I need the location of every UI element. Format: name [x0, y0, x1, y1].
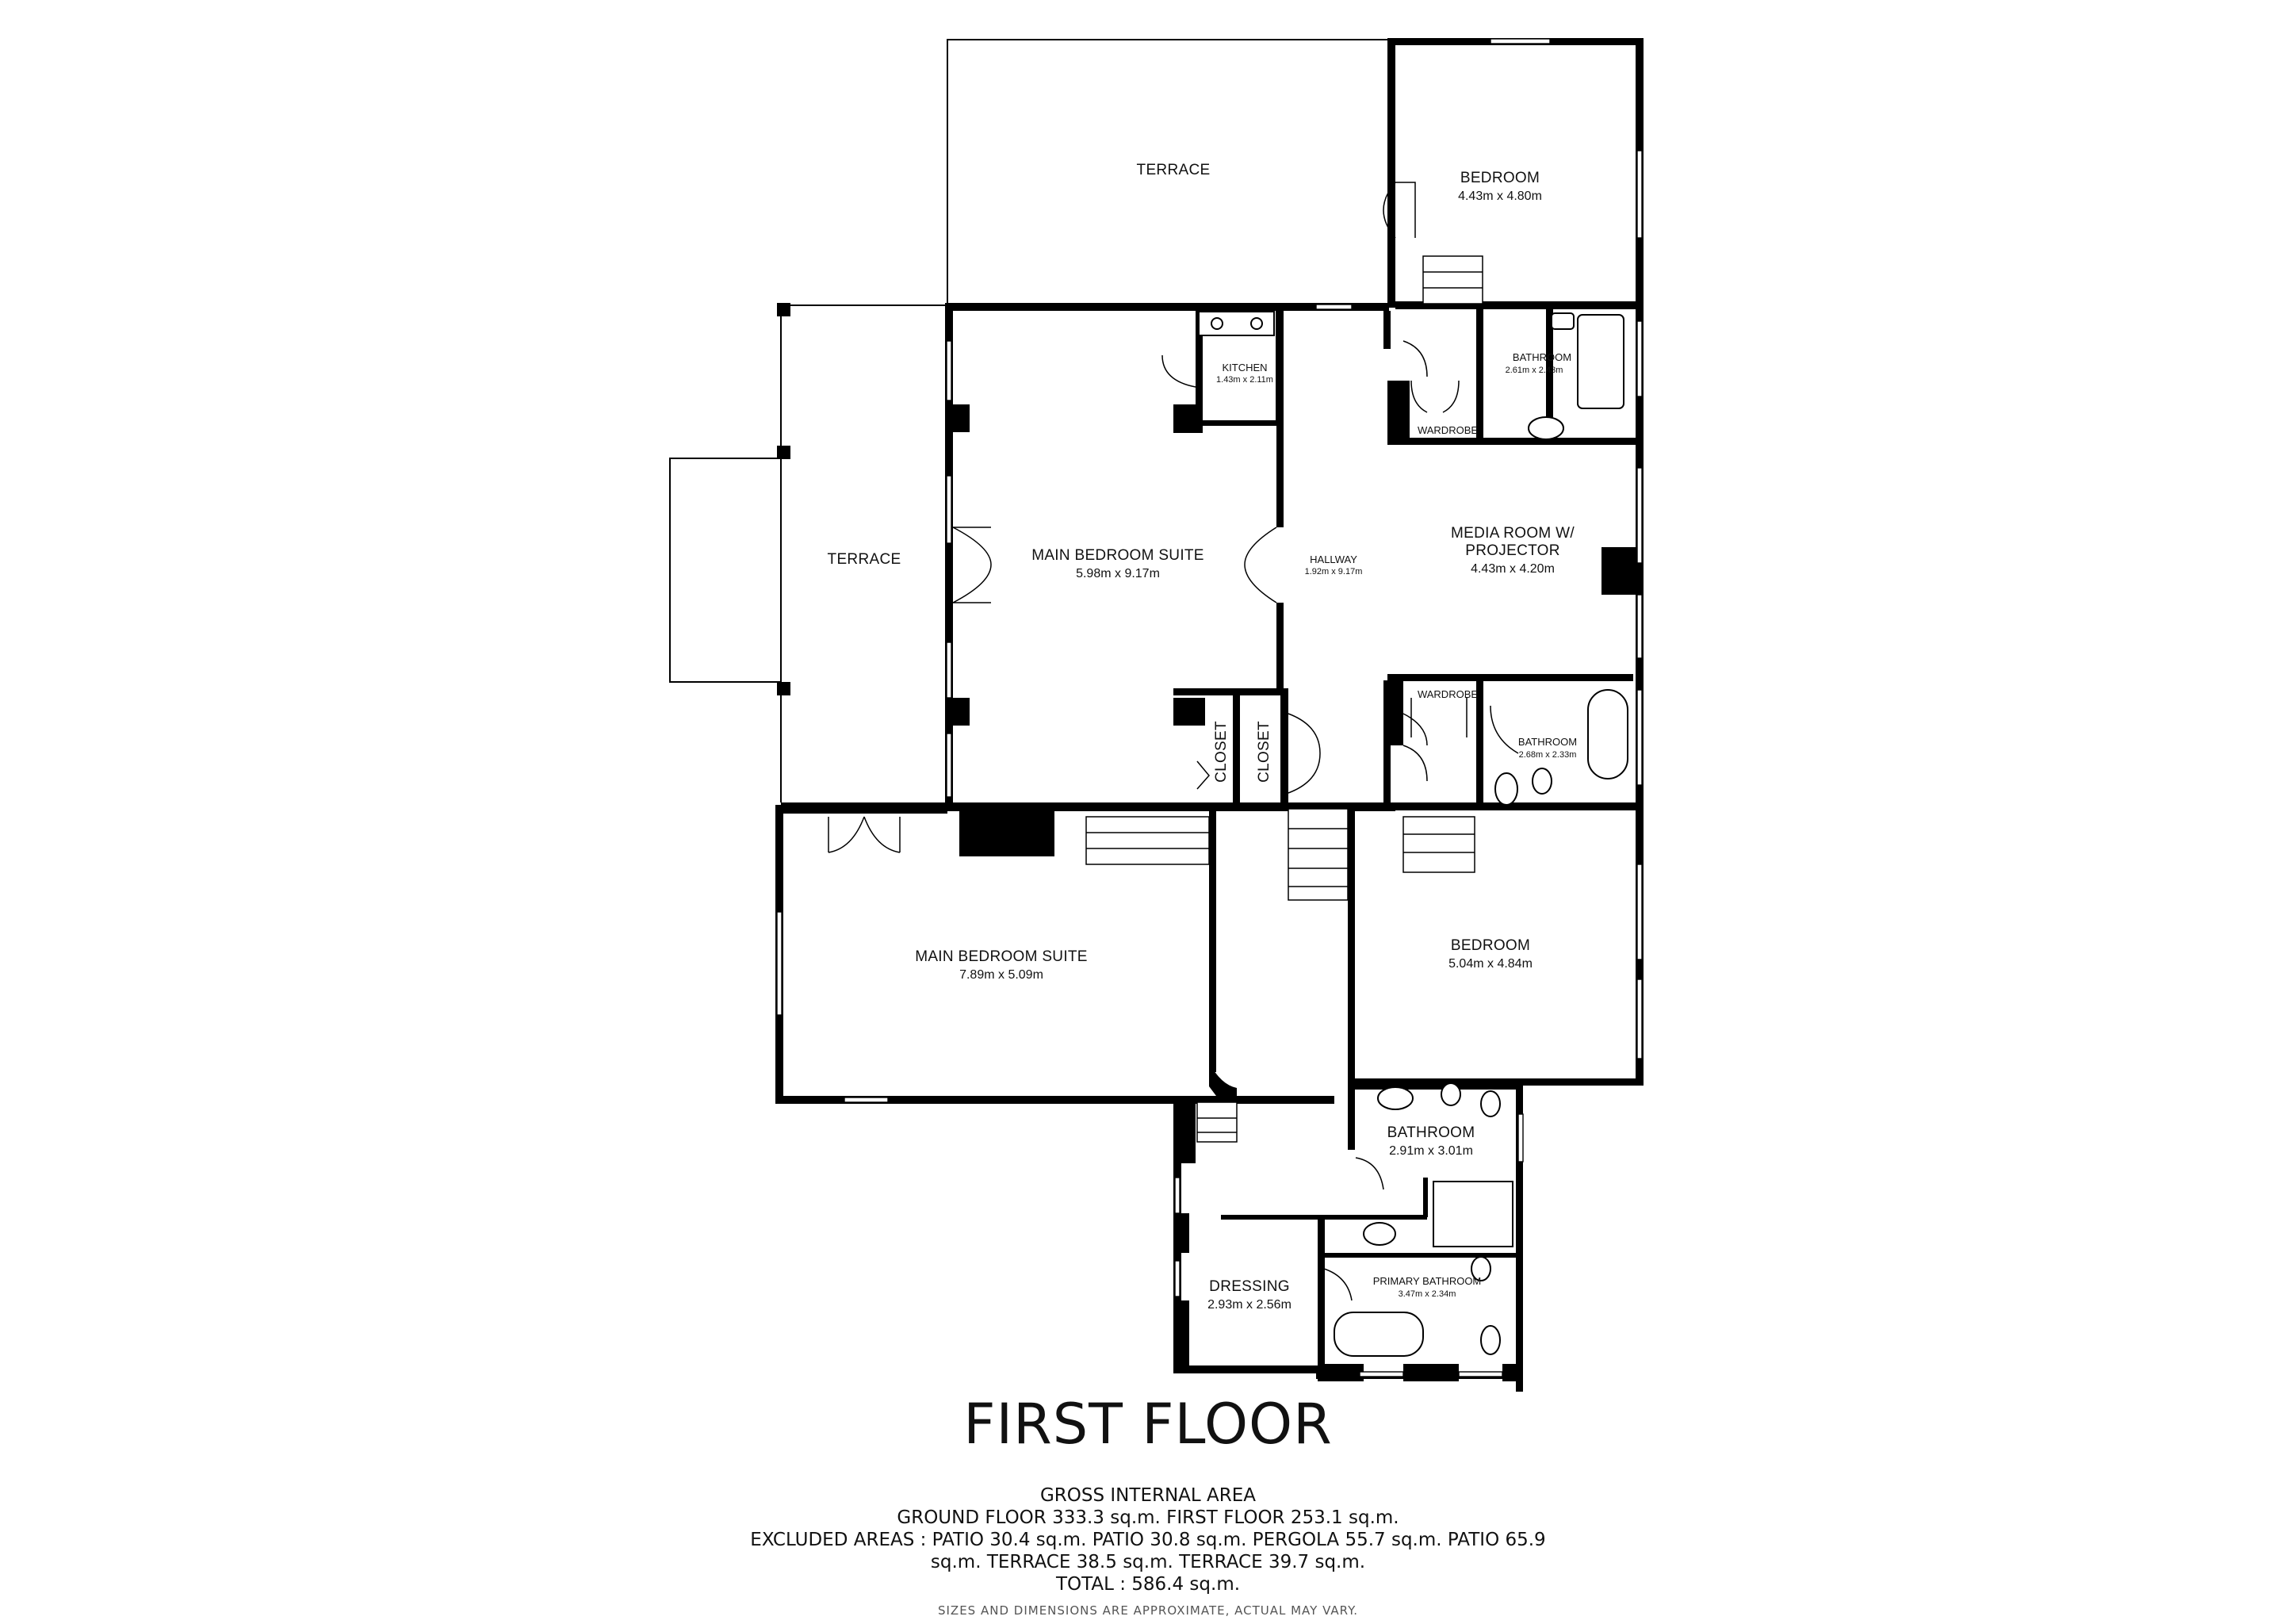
- bedroom-top-label: BEDROOM: [1460, 170, 1540, 186]
- wardrobe-mid-label: WARDROBE: [1418, 688, 1478, 700]
- dressing-label: DRESSING: [1209, 1278, 1290, 1295]
- stairs: [1085, 255, 1483, 1143]
- closet-b-label: CLOSET: [1256, 721, 1272, 783]
- area-summary: GROSS INTERNAL AREA GROUND FLOOR 333.3 s…: [0, 1484, 2296, 1595]
- main-suite-lower-dims: 7.89m x 5.09m: [959, 968, 1043, 982]
- area-excluded-2: sq.m. TERRACE 38.5 sq.m. TERRACE 39.7 sq…: [930, 1552, 1366, 1572]
- bathroom-low-dims: 2.91m x 3.01m: [1389, 1144, 1473, 1158]
- area-floors: GROUND FLOOR 333.3 sq.m. FIRST FLOOR 253…: [897, 1507, 1399, 1528]
- main-suite-upper-dims: 5.98m x 9.17m: [1076, 567, 1160, 580]
- closet-a-label: CLOSET: [1213, 721, 1230, 783]
- media-room-dims: 4.43m x 4.20m: [1471, 562, 1555, 576]
- bathroom-mid-dims: 2.68m x 2.33m: [1519, 750, 1577, 760]
- bathroom-top-dims: 2.61m x 2.43m: [1506, 366, 1563, 375]
- room-labels: TERRACE BEDROOM 4.43m x 4.80m KITCHEN 1.…: [828, 162, 1578, 1312]
- bathroom-low-label: BATHROOM: [1387, 1124, 1475, 1141]
- floor-title: FIRST FLOOR: [963, 1392, 1333, 1457]
- bathroom-mid-label: BATHROOM: [1518, 736, 1577, 748]
- bedroom-mid-label: BEDROOM: [1451, 937, 1530, 954]
- dressing-dims: 2.93m x 2.56m: [1207, 1298, 1292, 1312]
- media-room-label-1: MEDIA ROOM W/: [1451, 525, 1575, 542]
- fixtures: [1198, 311, 1628, 1357]
- primary-bathroom-dims: 3.47m x 2.34m: [1399, 1289, 1456, 1299]
- bedroom-top-dims: 4.43m x 4.80m: [1458, 190, 1542, 203]
- terrace-left-label: TERRACE: [828, 551, 901, 568]
- main-suite-lower-label: MAIN BEDROOM SUITE: [915, 948, 1088, 965]
- doors: [828, 182, 1519, 1301]
- area-excluded-1: EXCLUDED AREAS : PATIO 30.4 sq.m. PATIO …: [750, 1530, 1546, 1550]
- main-suite-upper-label: MAIN BEDROOM SUITE: [1031, 547, 1204, 564]
- bedroom-mid-dims: 5.04m x 4.84m: [1448, 957, 1533, 971]
- terrace-top-label: TERRACE: [1137, 162, 1211, 178]
- disclaimer: SIZES AND DIMENSIONS ARE APPROXIMATE, AC…: [937, 1603, 1358, 1618]
- hallway-label: HALLWAY: [1310, 553, 1357, 565]
- bathroom-top-label: BATHROOM: [1513, 351, 1571, 363]
- kitchen-dims: 1.43m x 2.11m: [1216, 375, 1273, 385]
- area-heading: GROSS INTERNAL AREA: [1039, 1485, 1256, 1506]
- area-total: TOTAL : 586.4 sq.m.: [1055, 1574, 1241, 1595]
- hallway-dims: 1.92m x 9.17m: [1305, 567, 1363, 576]
- kitchen-label: KITCHEN: [1222, 362, 1267, 373]
- windows: [776, 38, 1643, 1377]
- primary-bathroom-label: PRIMARY BATHROOM: [1373, 1275, 1482, 1287]
- media-room-label-2: PROJECTOR: [1465, 542, 1560, 559]
- wardrobe-top-label: WARDROBE: [1418, 424, 1478, 436]
